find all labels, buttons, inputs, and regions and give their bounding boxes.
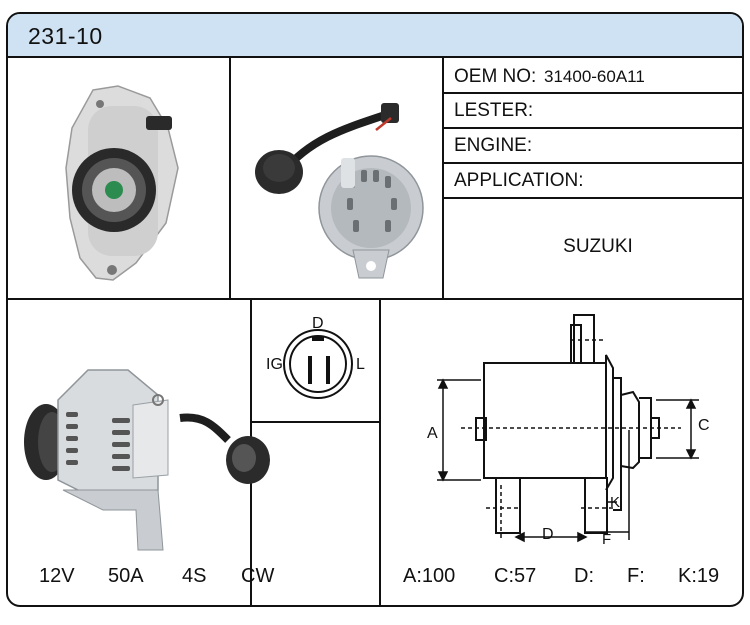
dimension-label-f: F xyxy=(602,531,612,548)
connector-diagram xyxy=(283,329,353,399)
spec-divider-4 xyxy=(442,197,742,199)
spec-divider-3 xyxy=(442,162,742,164)
middle-divider xyxy=(8,298,742,300)
alternator-profile-photo xyxy=(24,369,270,551)
dimension-label-a: A xyxy=(427,425,438,442)
part-number: 231-10 xyxy=(28,23,103,49)
bottom-divider-2 xyxy=(379,298,381,605)
engine-label: ENGINE: xyxy=(454,135,533,156)
application-label: APPLICATION: xyxy=(454,170,584,191)
oem-label: OEM NO: xyxy=(454,66,537,87)
dimension-drawing xyxy=(437,314,699,543)
connector-box-bottom xyxy=(250,421,381,423)
spec-divider-2 xyxy=(442,127,742,129)
dimension-f-value: F: xyxy=(627,565,645,587)
spec-row-lester: LESTER: xyxy=(444,94,742,128)
photo-divider-2 xyxy=(442,58,444,298)
photo-divider-1 xyxy=(229,58,231,298)
spec-divider-1 xyxy=(442,92,742,94)
connector-label-ig: IG xyxy=(266,356,283,373)
lester-label: LESTER: xyxy=(454,100,534,121)
connector-label-l: L xyxy=(356,356,365,373)
rotation-value: CW xyxy=(241,565,275,587)
header-bar: 231-10 xyxy=(8,14,742,58)
alternator-front-photo xyxy=(65,85,179,281)
spec-sheet: 231-10 OEM NO: 31400-60A11 LESTER: ENGIN… xyxy=(6,12,744,607)
dimension-k-value: K:19 xyxy=(678,565,720,587)
spec-row-engine: ENGINE: xyxy=(444,129,742,163)
dimension-c-value: C:57 xyxy=(494,565,537,587)
dimension-d-value: D: xyxy=(574,565,594,587)
grooves-value: 4S xyxy=(182,565,207,587)
dimension-label-k: K xyxy=(610,494,621,511)
oem-value: 31400-60A11 xyxy=(544,67,645,86)
application-value: SUZUKI xyxy=(563,236,633,257)
dimension-label-c: C xyxy=(698,417,710,434)
amperage-value: 50A xyxy=(108,565,144,587)
dimension-a-value: A:100 xyxy=(403,565,456,587)
voltage-value: 12V xyxy=(39,565,75,587)
spec-row-application: APPLICATION: xyxy=(444,164,742,198)
connector-label-d: D xyxy=(312,315,324,332)
dimension-label-d: D xyxy=(542,526,554,543)
spec-row-oem: OEM NO: 31400-60A11 xyxy=(444,58,742,92)
alternator-side-photo xyxy=(255,103,424,279)
